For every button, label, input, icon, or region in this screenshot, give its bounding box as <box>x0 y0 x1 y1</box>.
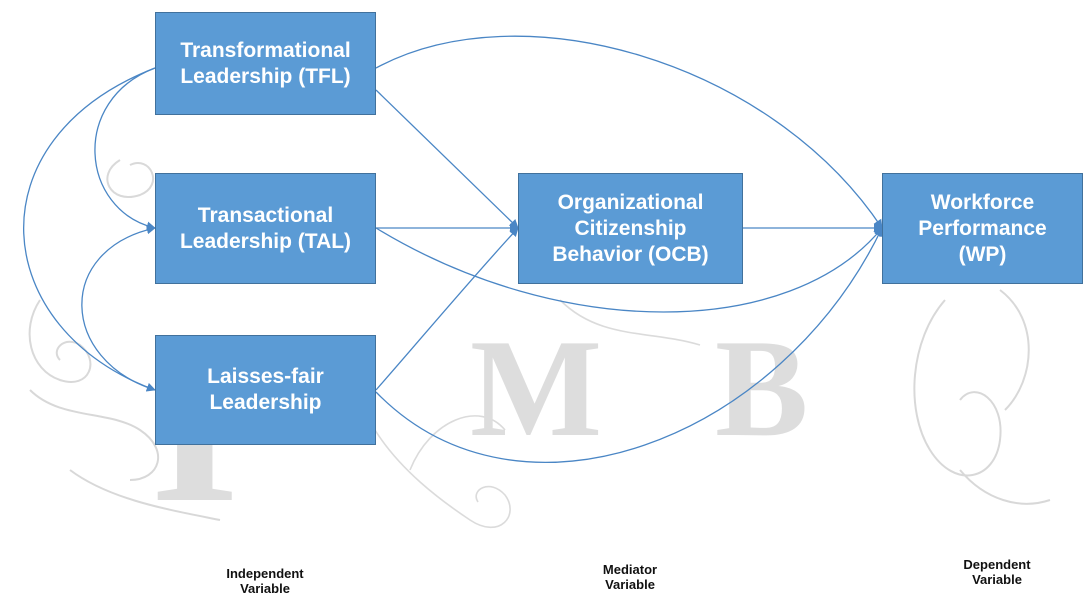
arrow-lfl-to-ocb <box>375 227 519 391</box>
node-transformational-leadership: Transformational Leadership (TFL) <box>155 12 376 115</box>
caption-independent-variable: Independent Variable <box>226 566 304 596</box>
caption-mediator-variable: Mediator Variable <box>602 562 658 592</box>
watermark-flourish-center <box>374 299 701 528</box>
watermark-flourish-right <box>913 289 1051 505</box>
watermark-letter-b: B <box>715 311 808 466</box>
arrow-tfl-to-ocb <box>375 89 519 229</box>
arrow-tfl-to-lfl <box>23 67 156 392</box>
connectors <box>23 35 883 464</box>
arrow-lfl-to-wp <box>375 227 883 464</box>
node-workforce-performance: Workforce Performance (WP) <box>882 173 1083 284</box>
node-transactional-leadership: Transactional Leadership (TAL) <box>155 173 376 284</box>
node-organizational-citizenship-behavior: Organizational Citizenship Behavior (OCB… <box>518 173 743 284</box>
arrow-tfl-to-wp <box>375 35 883 229</box>
arrow-tal-to-wp <box>375 227 883 313</box>
arrow-tfl-to-tal <box>94 67 156 231</box>
caption-dependent-variable: Dependent Variable <box>963 557 1031 587</box>
arrow-lfl-to-tal <box>81 225 156 391</box>
watermark-flourish-left <box>28 159 221 521</box>
node-laissez-faire-leadership: Laisses-fair Leadership <box>155 335 376 445</box>
watermark-letter-m: M <box>470 311 602 466</box>
